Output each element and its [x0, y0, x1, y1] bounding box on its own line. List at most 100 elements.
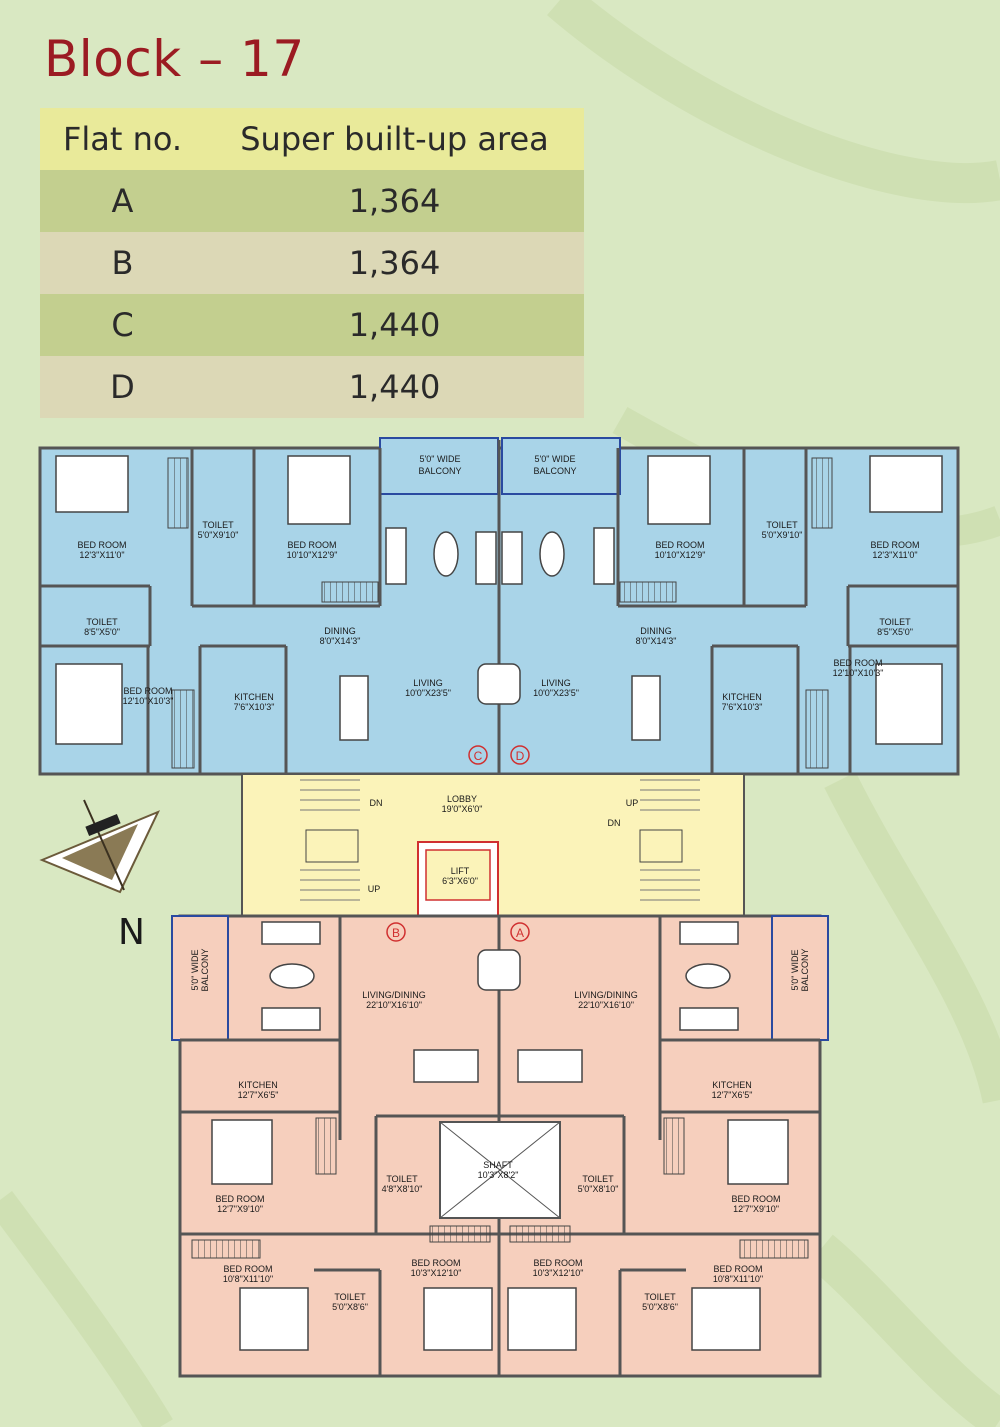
room-label: BED ROOM	[123, 686, 172, 696]
room-dim: 10'10"X12'9"	[287, 550, 338, 560]
room-label: LIVING/DINING	[362, 990, 426, 1000]
area-cell: 1,440	[348, 368, 441, 406]
entry-a-label: A	[516, 926, 524, 940]
room-label: TOILET	[202, 520, 234, 530]
room-dim: 5'0"X8'10"	[578, 1184, 619, 1194]
room-dim: 5'0"X8'6"	[642, 1302, 678, 1312]
room-dim: 12'7"X9'10"	[733, 1204, 779, 1214]
room-label: TOILET	[582, 1174, 614, 1184]
room-label: TOILET	[334, 1292, 366, 1302]
room-label: KITCHEN	[722, 692, 762, 702]
room-label: TOILET	[386, 1174, 418, 1184]
page-title: Block – 17	[44, 30, 305, 88]
room-label: TOILET	[879, 617, 911, 627]
room-label: KITCHEN	[712, 1080, 752, 1090]
room-label: 5'0" WIDE	[420, 454, 461, 464]
room-dim: 10'3"X12'10"	[411, 1268, 462, 1278]
room-label: KITCHEN	[238, 1080, 278, 1090]
room-dim: 12'10"X10'3"	[123, 696, 174, 706]
room-dim: 8'0"X14'3"	[320, 636, 361, 646]
stair-label: DN	[608, 818, 621, 828]
room-dim: 12'10"X10'3"	[833, 668, 884, 678]
room-label: 5'0" WIDE	[790, 950, 800, 991]
room-dim: 6'3"X6'0"	[442, 876, 478, 886]
column-header-area: Super built-up area	[240, 120, 549, 158]
room-label: 5'0" WIDE	[190, 950, 200, 991]
room-dim: 8'0"X14'3"	[636, 636, 677, 646]
table-header-row: Flat no. Super built-up area	[40, 108, 584, 170]
room-dim: 4'8"X8'10"	[382, 1184, 423, 1194]
room-dim: 12'7"X9'10"	[217, 1204, 263, 1214]
room-dim: BALCONY	[800, 948, 810, 991]
flat-cell: D	[110, 368, 135, 406]
room-label: TOILET	[86, 617, 118, 627]
flat-cell: B	[111, 244, 134, 282]
room-dim: 7'6"X10'3"	[234, 702, 275, 712]
north-label: N	[118, 912, 145, 953]
room-dim: BALCONY	[200, 948, 210, 991]
room-label: LIVING	[413, 678, 443, 688]
room-label: KITCHEN	[234, 692, 274, 702]
lower-flats: B A	[171, 914, 829, 1378]
room-label: BED ROOM	[223, 1264, 272, 1274]
table-row: D 1,440	[40, 356, 584, 418]
room-label: BED ROOM	[411, 1258, 460, 1268]
room-label: BED ROOM	[731, 1194, 780, 1204]
room-label: BED ROOM	[713, 1264, 762, 1274]
room-label: TOILET	[644, 1292, 676, 1302]
room-dim: 10'8"X11'10"	[713, 1274, 763, 1284]
room-label: LOBBY	[447, 794, 477, 804]
room-label: LIVING/DINING	[574, 990, 638, 1000]
flat-cell: A	[111, 182, 134, 220]
room-label: BED ROOM	[833, 658, 882, 668]
room-dim: 5'0"X9'10"	[198, 530, 239, 540]
room-dim: 22'10"X16'10"	[366, 1000, 422, 1010]
room-dim: 10'3"X8'2"	[478, 1170, 519, 1180]
room-dim: 5'0"X9'10"	[762, 530, 803, 540]
room-dim: 10'8"X11'10"	[223, 1274, 273, 1284]
stair-label: UP	[626, 798, 639, 808]
room-dim: BALCONY	[418, 466, 461, 476]
stair-label: UP	[368, 884, 381, 894]
room-dim: 10'10"X12'9"	[655, 550, 706, 560]
room-dim: 8'5"X5'0"	[877, 627, 913, 637]
room-dim: 10'0"X23'5"	[533, 688, 579, 698]
area-table: Flat no. Super built-up area A 1,364 B 1…	[40, 108, 584, 418]
room-label: LIFT	[451, 866, 470, 876]
entry-d-label: D	[516, 749, 525, 763]
flat-cell: C	[111, 306, 134, 344]
room-label: 5'0" WIDE	[535, 454, 576, 464]
room-dim: 12'3"X11'0"	[79, 550, 124, 560]
upper-flats: C D	[38, 437, 960, 776]
room-dim: 10'0"X23'5"	[405, 688, 451, 698]
room-label: BED ROOM	[655, 540, 704, 550]
room-label: BED ROOM	[870, 540, 919, 550]
room-dim: 5'0"X8'6"	[332, 1302, 368, 1312]
room-label: BED ROOM	[287, 540, 336, 550]
area-cell: 1,364	[348, 244, 441, 282]
room-label: LIVING	[541, 678, 571, 688]
room-label: SHAFT	[483, 1160, 513, 1170]
table-row: A 1,364	[40, 170, 584, 232]
entry-c-label: C	[474, 749, 483, 763]
column-header-flat: Flat no.	[62, 120, 183, 158]
area-cell: 1,364	[348, 182, 441, 220]
room-label: BED ROOM	[77, 540, 126, 550]
room-dim: 10'3"X12'10"	[533, 1268, 584, 1278]
area-cell: 1,440	[348, 306, 441, 344]
room-label: BED ROOM	[215, 1194, 264, 1204]
room-dim: 22'10"X16'10"	[578, 1000, 634, 1010]
entry-b-label: B	[392, 926, 400, 940]
room-dim: 12'3"X11'0"	[872, 550, 917, 560]
room-dim: 8'5"X5'0"	[84, 627, 120, 637]
room-label: TOILET	[766, 520, 798, 530]
table-row: C 1,440	[40, 294, 584, 356]
table-row: B 1,364	[40, 232, 584, 294]
room-dim: BALCONY	[533, 466, 576, 476]
room-label: DINING	[324, 626, 356, 636]
room-label: BED ROOM	[533, 1258, 582, 1268]
room-dim: 7'6"X10'3"	[722, 702, 763, 712]
core-area	[241, 773, 745, 917]
room-dim: 12'7"X6'5"	[238, 1090, 279, 1100]
